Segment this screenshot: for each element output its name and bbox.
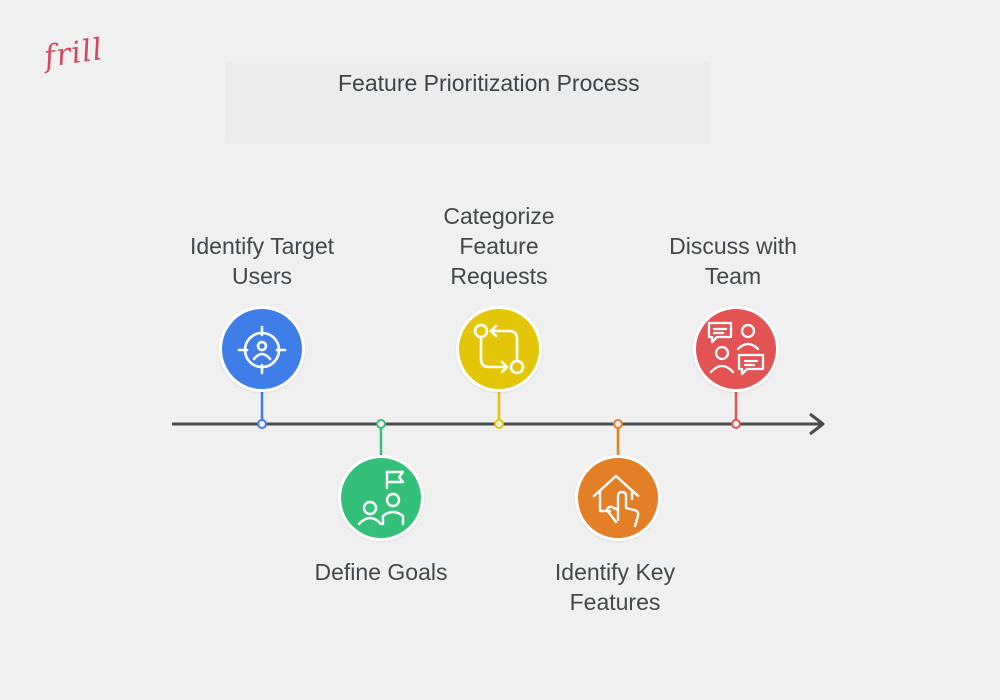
timeline-dot-2 <box>376 419 386 429</box>
timeline-dot-4 <box>613 419 623 429</box>
step-label-discuss-with-team: Discuss with Team <box>669 233 797 289</box>
title-banner <box>225 62 710 144</box>
step-circle-5 <box>693 306 779 392</box>
step-circle-3 <box>456 306 542 392</box>
house-hand-icon <box>592 474 640 528</box>
step-circle-1 <box>219 306 305 392</box>
step-label-define-goals: Define Goals <box>314 559 448 585</box>
step-label-identify-key-features: Identify Key Features <box>554 559 676 615</box>
timeline-dot-1 <box>257 419 267 429</box>
step-circle-4 <box>575 455 661 541</box>
swap-arrows-icon <box>473 323 525 375</box>
flag-people-icon <box>357 470 405 526</box>
timeline-dot-5 <box>731 419 741 429</box>
target-user-icon <box>237 325 287 375</box>
step-label-identify-target-users: Identify Target Users <box>189 233 335 289</box>
step-label-categorize-feature-requests: Categorize Feature Requests <box>443 203 555 289</box>
discussion-icon <box>707 321 765 376</box>
step-circle-2 <box>338 455 424 541</box>
timeline-dot-3 <box>494 419 504 429</box>
page-title: Feature Prioritization Process <box>338 70 640 96</box>
